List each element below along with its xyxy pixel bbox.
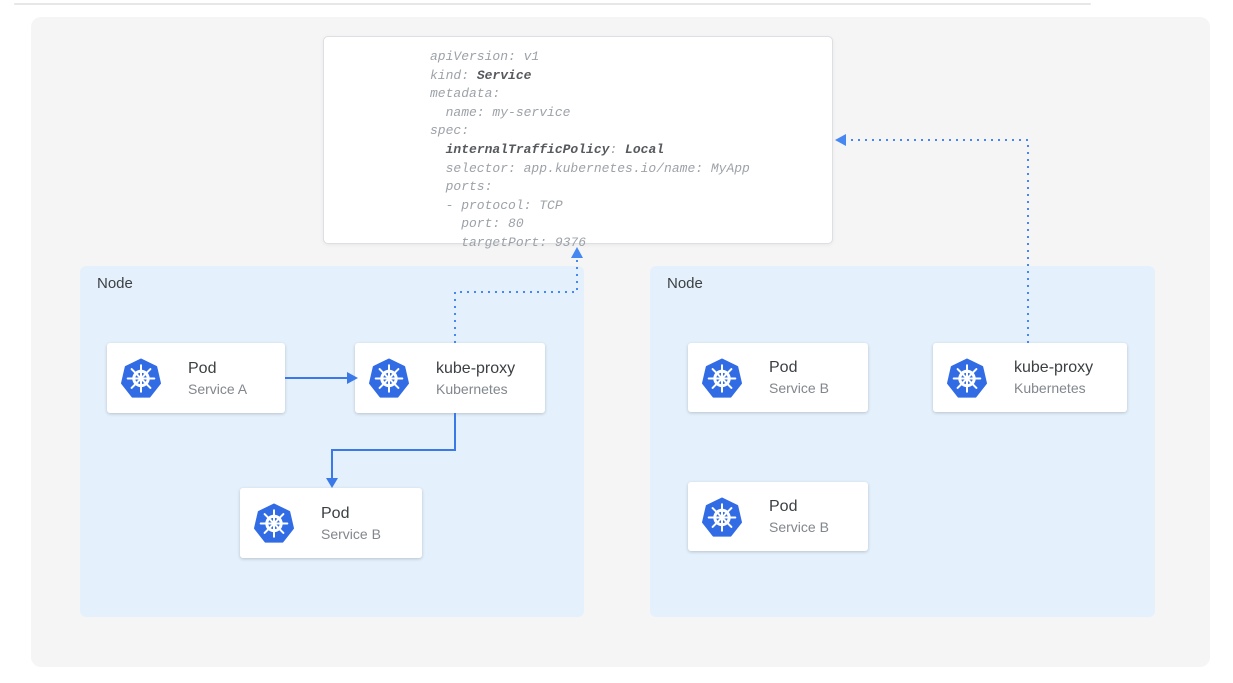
node-label: Node (667, 275, 703, 292)
node-label: Node (97, 275, 133, 292)
kubernetes-icon (369, 358, 409, 398)
top-divider (14, 3, 1091, 5)
kube-proxy-card-right: kube-proxy Kubernetes (933, 343, 1127, 412)
card-title: Pod (769, 359, 798, 376)
card-subtitle: Service B (321, 525, 381, 542)
card-title: kube-proxy (1014, 359, 1094, 376)
pod-card-service-b-left: Pod Service B (240, 488, 422, 558)
pod-card-service-b-right-2: Pod Service B (688, 482, 868, 551)
yaml-line-internaltrafficpolicy: internalTrafficPolicy: Local (445, 141, 665, 157)
card-subtitle: Kubernetes (436, 380, 508, 397)
card-title: Pod (321, 504, 350, 522)
kube-proxy-card-left: kube-proxy Kubernetes (355, 343, 545, 413)
service-yaml-panel: apiVersion: v1 kind: Service metadata: n… (323, 36, 833, 250)
node-box-left: Node Pod Service A kube-proxy Kubernetes… (80, 266, 584, 617)
kubernetes-icon (121, 358, 161, 398)
yaml-line-selector: selector: app.kubernetes.io/name: MyApp (430, 160, 750, 176)
card-subtitle: Service B (769, 519, 829, 535)
kubernetes-icon (702, 497, 742, 537)
yaml-line-spec: spec: (430, 123, 470, 139)
card-title: Pod (769, 498, 798, 515)
yaml-line-port: port: 80 (430, 216, 524, 232)
card-subtitle: Service B (769, 380, 829, 396)
kubernetes-icon (947, 358, 987, 398)
card-subtitle: Kubernetes (1014, 380, 1086, 396)
card-subtitle: Service A (188, 380, 248, 397)
kubernetes-icon (702, 358, 742, 398)
yaml-line-kind: kind: Service (430, 67, 532, 83)
card-title: Pod (188, 359, 217, 377)
yaml-line-apiversion: apiVersion: v1 (430, 49, 540, 64)
node-box-right: Node Pod Service B kube-proxy Kubernetes… (650, 266, 1155, 617)
yaml-line-ports: ports: (430, 179, 493, 195)
yaml-line-protocol: - protocol: TCP (430, 197, 563, 213)
pod-card-service-b-right-1: Pod Service B (688, 343, 868, 412)
yaml-line-name: name: my-service (430, 104, 571, 120)
pod-card-service-a: Pod Service A (107, 343, 285, 413)
yaml-line-targetport: targetPort: 9376 (430, 234, 587, 250)
kubernetes-icon (254, 503, 294, 543)
yaml-line-metadata: metadata: (430, 86, 501, 102)
card-title: kube-proxy (436, 359, 516, 377)
